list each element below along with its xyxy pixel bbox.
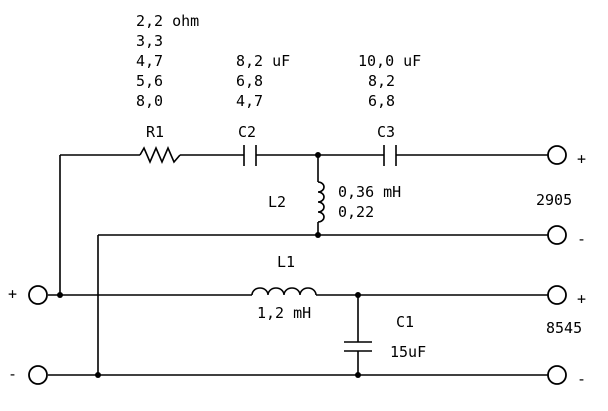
c2-value-list: 8,2 uF 6,8 4,7 — [236, 52, 290, 110]
resistor-r1-symbol — [139, 145, 181, 165]
input-minus-sign: - — [8, 365, 17, 383]
terminal-woofer-minus[interactable] — [547, 365, 567, 385]
c2-value: 4,7 — [236, 92, 263, 110]
c3-value-list: 10,0 uF 8,2 6,8 — [358, 52, 421, 110]
tweeter-model-label: 2905 — [536, 191, 572, 209]
input-plus-sign: + — [8, 285, 17, 303]
junction-c1-top — [355, 292, 361, 298]
l2-value: 0,22 — [338, 203, 374, 221]
c3-value: 10,0 uF — [358, 52, 421, 70]
c2-label: C2 — [238, 123, 256, 141]
c2-value: 8,2 uF — [236, 52, 290, 70]
l2-label: L2 — [268, 193, 286, 211]
c3-value: 8,2 — [368, 72, 395, 90]
r1-value: 4,7 — [136, 52, 163, 70]
woofer-model-label: 8545 — [546, 319, 582, 337]
l1-label: L1 — [277, 253, 295, 271]
l1-value: 1,2 mH — [257, 304, 311, 322]
inductor-l1-symbol — [251, 287, 317, 296]
woofer-minus-sign: - — [577, 370, 586, 388]
junction-input-plus — [57, 292, 63, 298]
r1-label: R1 — [146, 123, 164, 141]
terminal-input-plus[interactable] — [28, 285, 48, 305]
c3-value: 6,8 — [368, 92, 395, 110]
r1-value: 8,0 — [136, 92, 163, 110]
r1-value: 5,6 — [136, 72, 163, 90]
c1-label: C1 — [396, 313, 414, 331]
junction-ground-left — [95, 372, 101, 378]
junction-l2-bottom — [315, 232, 321, 238]
c1-value: 15uF — [390, 343, 426, 361]
junction-dots — [57, 152, 361, 378]
c2-value: 6,8 — [236, 72, 263, 90]
r1-value: 2,2 ohm — [136, 12, 199, 30]
capacitor-c2-symbol — [243, 145, 257, 166]
junction-c1-bottom — [355, 372, 361, 378]
capacitor-c3-symbol — [383, 145, 397, 166]
r1-value-list: 2,2 ohm 3,3 4,7 5,6 8,0 — [136, 12, 199, 110]
tweeter-minus-sign: - — [577, 230, 586, 248]
capacitor-c1-symbol — [344, 341, 372, 352]
terminal-tweeter-minus[interactable] — [547, 225, 567, 245]
terminal-tweeter-plus[interactable] — [547, 145, 567, 165]
tweeter-plus-sign: + — [577, 150, 586, 168]
terminal-woofer-plus[interactable] — [547, 285, 567, 305]
c3-label: C3 — [377, 123, 395, 141]
wires — [48, 154, 548, 376]
terminal-input-minus[interactable] — [28, 365, 48, 385]
r1-value: 3,3 — [136, 32, 163, 50]
inductor-l2-symbol — [317, 181, 325, 223]
woofer-plus-sign: + — [577, 290, 586, 308]
l2-value: 0,36 mH — [338, 183, 401, 201]
junction-c2-c3 — [315, 152, 321, 158]
